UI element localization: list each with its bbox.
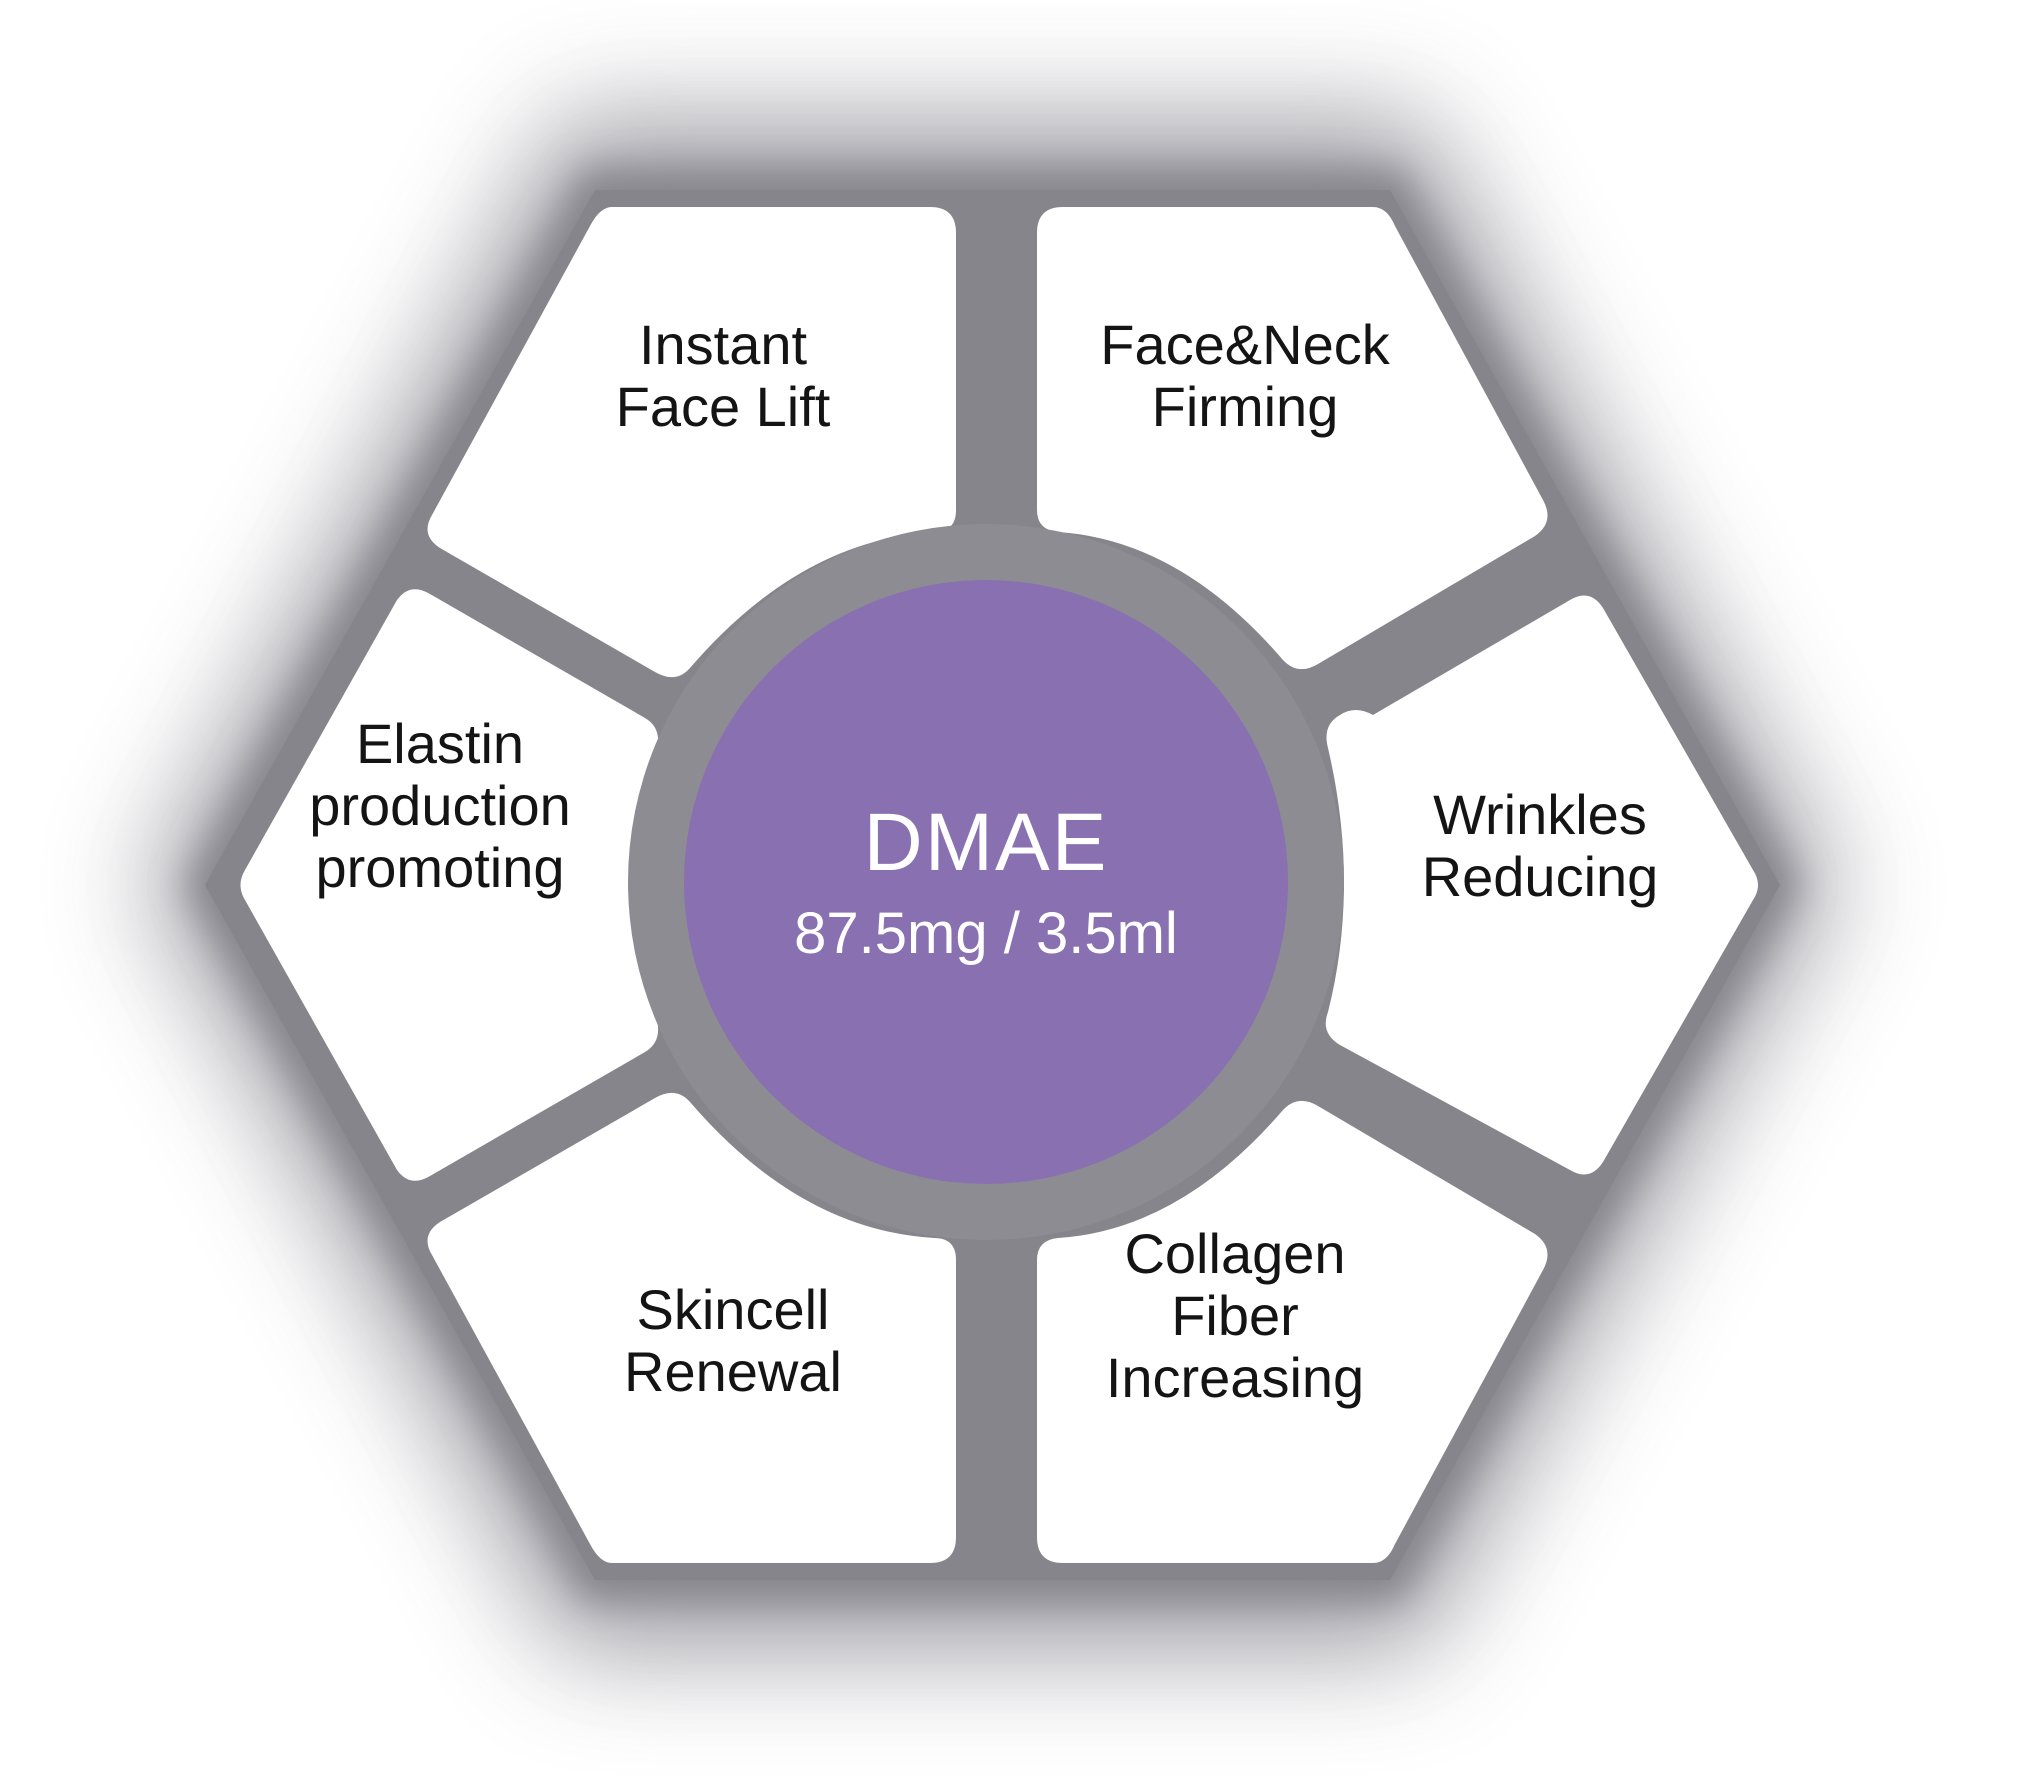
segment-label-line: Increasing bbox=[1106, 1346, 1364, 1409]
panel-instant-face-lift[interactable] bbox=[427, 207, 957, 678]
segment-label-line: Elastin bbox=[356, 712, 524, 775]
panel-collagen-fiber-increasing[interactable] bbox=[1037, 1100, 1548, 1563]
segment-label-line: Instant bbox=[639, 313, 808, 376]
panel-wrinkles-reducing[interactable] bbox=[1325, 595, 1758, 1175]
segment-label-line: Face Lift bbox=[616, 375, 831, 438]
segment-label-line: production bbox=[309, 774, 571, 837]
segment-label-line: Skincell bbox=[637, 1278, 830, 1341]
segment-label-line: Collagen bbox=[1124, 1222, 1345, 1285]
panel-face-neck-firming[interactable] bbox=[1037, 207, 1548, 670]
center-subtitle: 87.5mg / 3.5ml bbox=[794, 901, 1178, 966]
segment-label-line: Renewal bbox=[624, 1340, 842, 1403]
segment-label-line: Face&Neck bbox=[1100, 313, 1390, 376]
panel-elastin-production-promoting[interactable] bbox=[240, 589, 659, 1181]
segment-panels bbox=[240, 207, 1758, 1563]
segment-label-line: Firming bbox=[1152, 375, 1339, 438]
center-title: DMAE bbox=[864, 797, 1109, 888]
panel-skincell-renewal[interactable] bbox=[427, 1092, 957, 1563]
segment-label-line: Fiber bbox=[1171, 1284, 1299, 1347]
segment-label-line: promoting bbox=[315, 836, 564, 899]
segment-label-line: Reducing bbox=[1422, 845, 1659, 908]
segment-label-line: Wrinkles bbox=[1433, 783, 1647, 846]
center-circle[interactable] bbox=[684, 580, 1288, 1184]
